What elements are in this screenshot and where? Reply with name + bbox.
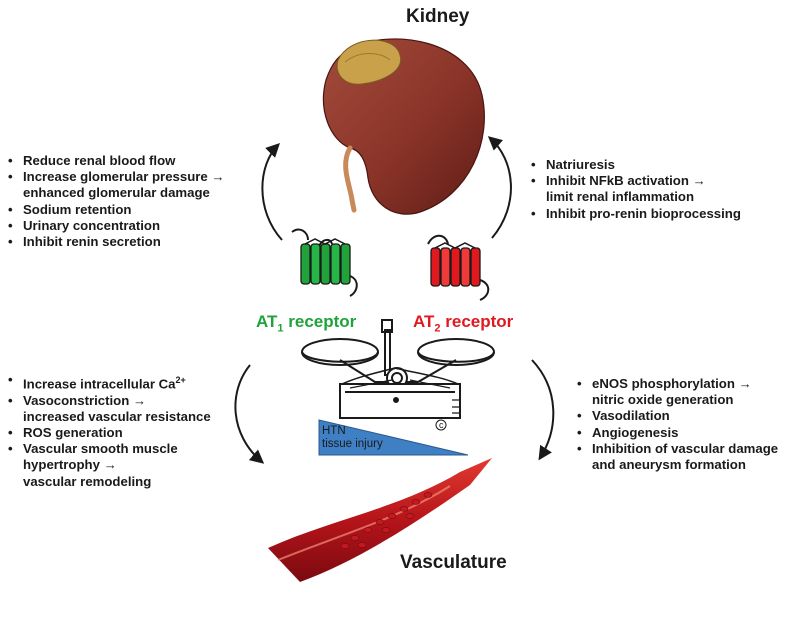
- effect-item: Vasodilation: [577, 408, 799, 424]
- vasculature-image: [268, 458, 492, 582]
- effect-item: eNOS phosphorylation →nitric oxide gener…: [577, 376, 799, 408]
- at1-kidney-effects-list: Reduce renal blood flow Increase glomeru…: [8, 153, 253, 250]
- at2-kidney-effects-list: Natriuresis Inhibit NFkB activation →lim…: [531, 157, 791, 222]
- htn-wedge-label: HTN tissue injury: [322, 425, 383, 451]
- effect-item: Natriuresis: [531, 157, 791, 173]
- effect-item: Inhibit NFkB activation →limit renal inf…: [531, 173, 791, 205]
- effect-item: Increase intracellular Ca2+: [8, 372, 253, 393]
- at2-receptor-icon: [427, 234, 490, 301]
- htn-label-line1: HTN: [322, 425, 346, 437]
- at1-kidney-arrow: [261, 143, 283, 241]
- at2-vascular-arrow: [531, 359, 555, 461]
- effect-item: Inhibit renin secretion: [8, 234, 253, 250]
- at2-prefix: AT: [413, 312, 435, 331]
- at2-vascular-effects-list: eNOS phosphorylation →nitric oxide gener…: [577, 376, 799, 473]
- at1-receptor-label: AT1 receptor: [256, 312, 356, 334]
- effect-item: Angiogenesis: [577, 425, 799, 441]
- effect-item: ROS generation: [8, 425, 253, 441]
- effect-item: Urinary concentration: [8, 218, 253, 234]
- vasculature-title: Vasculature: [400, 552, 507, 573]
- balance-scale-image: [301, 319, 495, 419]
- effect-item: Sodium retention: [8, 202, 253, 218]
- at1-prefix: AT: [256, 312, 278, 331]
- at2-subscript: 2: [434, 322, 441, 335]
- at2-receptor-label: AT2 receptor: [413, 312, 513, 334]
- at1-vascular-effects-list: Increase intracellular Ca2+ Vasoconstric…: [8, 372, 253, 490]
- effect-item: Inhibit pro-renin bioprocessing: [531, 206, 791, 222]
- at1-receptor-icon: [291, 228, 358, 297]
- effect-item: Vasoconstriction →increased vascular res…: [8, 393, 253, 425]
- at2-suffix: receptor: [440, 312, 514, 331]
- at1-suffix: receptor: [283, 312, 357, 331]
- at1-subscript: 1: [277, 322, 284, 335]
- effect-item: Reduce renal blood flow: [8, 153, 253, 169]
- scale-mark: c: [439, 420, 444, 430]
- at2-kidney-arrow: [487, 136, 512, 239]
- htn-label-line2: tissue injury: [322, 438, 383, 450]
- effect-item: Increase glomerular pressure →enhanced g…: [8, 169, 253, 201]
- kidney-title: Kidney: [406, 6, 470, 27]
- kidney-image: [322, 38, 485, 215]
- htn-wedge: [318, 419, 469, 456]
